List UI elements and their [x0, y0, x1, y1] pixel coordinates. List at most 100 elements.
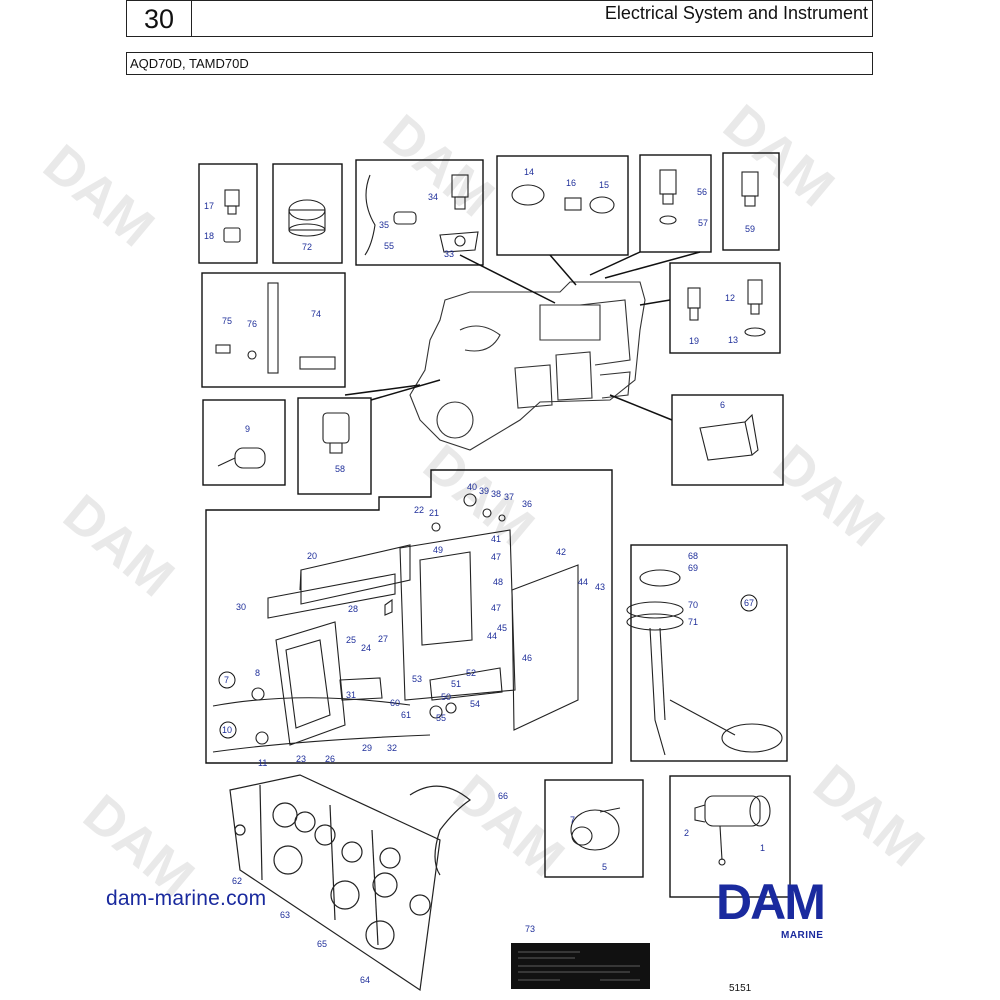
part-label: 37: [504, 492, 514, 502]
detail-box-12-19: [669, 262, 781, 354]
part-label: 6: [720, 400, 725, 410]
part-label: 40: [467, 482, 477, 492]
part-label: 38: [491, 489, 501, 499]
part-label: 7: [224, 675, 229, 685]
part-label: 20: [307, 551, 317, 561]
part-label: 71: [688, 617, 698, 627]
reference-circles: [218, 594, 758, 739]
detail-box-33-35: [355, 159, 484, 266]
part-label: 32: [387, 743, 397, 753]
part-label: 27: [378, 634, 388, 644]
website-link[interactable]: dam-marine.com: [106, 887, 267, 910]
part-label: 62: [232, 876, 242, 886]
part-label: 60: [390, 698, 400, 708]
part-label: 22: [414, 505, 424, 515]
part-label: 73: [525, 924, 535, 934]
detail-box-alternator: [544, 779, 644, 878]
part-label: 29: [362, 743, 372, 753]
detail-box-14-16: [496, 155, 629, 256]
watermark-text: DAM: [372, 103, 505, 228]
part-label: 55: [436, 713, 446, 723]
part-label: 53: [412, 674, 422, 684]
watermark-text: DAM: [762, 433, 895, 558]
page-title: Electrical System and Instrument: [604, 3, 868, 23]
part-label: 12: [725, 293, 735, 303]
watermark-text: DAM: [32, 133, 165, 258]
part-label: 5: [602, 862, 607, 872]
part-label: 25: [346, 635, 356, 645]
part-label: 35: [379, 220, 389, 230]
part-number-labels: 17 18 72 34 35 55 33 14 16 15 56 57 59 7…: [204, 167, 765, 985]
part-label: 21: [429, 508, 439, 518]
part-label: 51: [451, 679, 461, 689]
part-label: 58: [335, 464, 345, 474]
part-label: 72: [302, 242, 312, 252]
part-label: 16: [566, 178, 576, 188]
drawing-code: 5151: [729, 983, 752, 994]
detail-box-74-76: [201, 272, 346, 388]
part-label: 70: [688, 600, 698, 610]
detail-box-starter: [669, 775, 791, 898]
part-label: 36: [522, 499, 532, 509]
part-label: 45: [497, 623, 507, 633]
part-label: 52: [466, 668, 476, 678]
part-label: 64: [360, 975, 370, 985]
part-label: 28: [348, 604, 358, 614]
watermark-text: DAM: [442, 763, 575, 888]
part-label: 2: [684, 828, 689, 838]
part-label: 76: [247, 319, 257, 329]
part-label: 7: [570, 815, 575, 825]
part-label: 15: [599, 180, 609, 190]
control-box-sketch: [212, 493, 579, 753]
part-label: 59: [745, 224, 755, 234]
part-label: 23: [296, 754, 306, 764]
part-label: 1: [760, 843, 765, 853]
alternator-sketch: [570, 807, 621, 851]
part-label: 10: [222, 725, 232, 735]
part-label: 44: [578, 577, 588, 587]
part-label: 9: [245, 424, 250, 434]
detail-box-tank-sender: [630, 544, 788, 762]
model-line: AQD70D, TAMD70D: [126, 52, 873, 75]
dam-logo: DAM: [716, 874, 824, 930]
part-label: 30: [236, 602, 246, 612]
detail-box-9: [202, 399, 286, 486]
part-label: 57: [698, 218, 708, 228]
part-label: 54: [470, 699, 480, 709]
logo-subtitle: MARINE: [781, 930, 824, 941]
part-label: 65: [317, 939, 327, 949]
nameplate-73: [511, 943, 650, 989]
section-number: 30: [127, 1, 192, 36]
part-label: 13: [728, 335, 738, 345]
watermark-text: DAM: [52, 483, 185, 608]
part-label: 26: [325, 754, 335, 764]
detail-box-72: [272, 163, 343, 264]
detail-box-58: [297, 397, 372, 495]
part-label: 48: [493, 577, 503, 587]
part-label: 63: [280, 910, 290, 920]
header-box: 30 Electrical System and Instrument: [126, 0, 873, 37]
leader-lines: [344, 251, 701, 421]
part-label: 66: [498, 791, 508, 801]
detail-box-17-18: [198, 163, 258, 264]
detail-box-56-57: [639, 154, 712, 253]
part-label: 33: [444, 249, 454, 259]
main-assembly-box: [205, 469, 613, 764]
part-label: 17: [204, 201, 214, 211]
part-label: 46: [522, 653, 532, 663]
detail-box-59: [722, 152, 780, 251]
part-label: 69: [688, 563, 698, 573]
part-label: 14: [524, 167, 534, 177]
part-label: 67: [744, 598, 754, 608]
watermark-text: DAM: [802, 753, 935, 878]
engine-illustration: [409, 281, 646, 451]
part-label: 47: [491, 552, 501, 562]
part-label: 18: [204, 231, 214, 241]
part-label: 49: [433, 545, 443, 555]
part-label: 47: [491, 603, 501, 613]
part-label: 56: [697, 187, 707, 197]
tank-sender-sketch: [626, 569, 783, 756]
part-label: 19: [689, 336, 699, 346]
starter-sketch: [694, 795, 771, 866]
part-sketches: [215, 169, 766, 469]
